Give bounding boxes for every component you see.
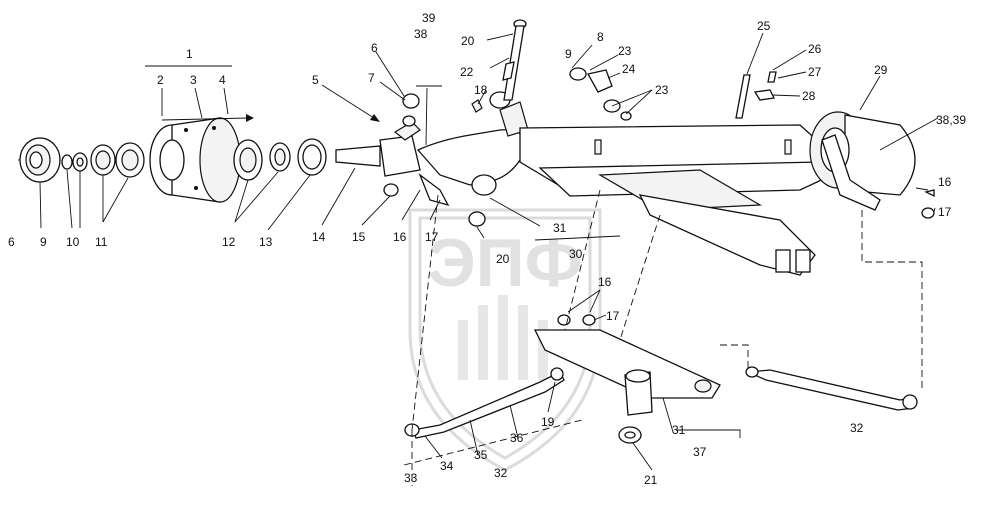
label-32-left: 32 — [494, 466, 508, 480]
label-24: 24 — [622, 62, 636, 76]
label-13: 13 — [259, 235, 273, 249]
label-37: 37 — [693, 445, 707, 459]
label-39: 39 — [422, 11, 436, 25]
label-18: 18 — [474, 83, 488, 97]
label-15: 15 — [352, 230, 366, 244]
label-9: 9 — [40, 235, 47, 249]
part-fastener-18 — [471, 99, 483, 113]
label-22: 22 — [460, 65, 474, 79]
label-36: 36 — [510, 431, 524, 445]
label-29: 29 — [874, 63, 888, 77]
label-25: 25 — [757, 19, 771, 33]
label-3: 3 — [190, 73, 197, 87]
part-hub-3 — [149, 117, 241, 203]
dashed-assembly-lines — [403, 189, 923, 486]
label-16-left: 16 — [393, 230, 407, 244]
callout-labels: 1 2 3 4 5 6 6 7 8 9 9 10 11 12 13 14 15 … — [8, 11, 966, 487]
part-linkage-nuts-16-17 — [557, 314, 596, 326]
part-steering-arm — [416, 91, 529, 196]
label-1: 1 — [186, 47, 193, 61]
label-6-top: 6 — [371, 41, 378, 55]
label-34: 34 — [440, 459, 454, 473]
label-4: 4 — [219, 73, 226, 87]
watermark-emblem: ЭПФ — [408, 208, 602, 472]
label-6-bottom: 6 — [8, 235, 15, 249]
label-11: 11 — [95, 235, 108, 249]
part-washers-7-15-16-17 — [383, 93, 450, 207]
label-10: 10 — [66, 235, 80, 249]
part-nut-9-10 — [61, 152, 88, 172]
label-33: 33 — [404, 471, 418, 485]
label-38: 38 — [414, 27, 428, 41]
label-12: 12 — [222, 235, 236, 249]
part-cap-8 — [19, 137, 61, 183]
label-27: 27 — [808, 65, 822, 79]
label-9-top: 9 — [565, 47, 572, 61]
watermark-text: ЭПФ — [427, 225, 582, 301]
leader-lines — [18, 32, 939, 471]
label-26: 26 — [808, 42, 822, 56]
label-16-middle: 16 — [598, 275, 612, 289]
part-kingpin-22 — [502, 19, 527, 101]
part-spindle-14 — [335, 121, 421, 177]
label-31-bottom: 31 — [672, 423, 686, 437]
label-20-bottom: 20 — [496, 252, 510, 266]
label-17-left: 17 — [425, 230, 439, 244]
label-23-bottom: 23 — [655, 83, 669, 97]
label-16-right: 16 — [938, 175, 952, 189]
part-tie-rod-right — [745, 366, 918, 411]
label-32-right: 32 — [850, 421, 864, 435]
part-right-nut-16-17 — [921, 189, 935, 219]
label-19: 19 — [541, 415, 555, 429]
part-bellcrank-31 — [533, 329, 721, 416]
label-7: 7 — [368, 71, 375, 85]
label-2: 2 — [157, 73, 164, 87]
label-17-right: 17 — [938, 205, 952, 219]
part-bearing-12 — [233, 139, 291, 181]
label-14: 14 — [312, 230, 326, 244]
label-28: 28 — [802, 89, 816, 103]
label-17-middle: 17 — [606, 309, 620, 323]
part-nuts-20 — [468, 211, 486, 227]
label-8: 8 — [597, 30, 604, 44]
part-bearing-11 — [90, 142, 145, 178]
label-38-39: 38,39 — [936, 113, 966, 127]
part-bushing-21 — [618, 426, 642, 444]
label-20-top: 20 — [461, 34, 475, 48]
part-axle-beam — [519, 124, 831, 211]
part-pin-25 — [735, 74, 751, 119]
part-hub-29 — [809, 111, 916, 211]
part-trailing-arms — [638, 194, 816, 276]
label-30: 30 — [569, 247, 583, 261]
label-23-top: 23 — [618, 44, 632, 58]
label-35: 35 — [474, 448, 488, 462]
part-clip-26-27-28 — [753, 71, 777, 101]
part-seal-13 — [297, 138, 327, 176]
label-31-top: 31 — [553, 221, 567, 235]
label-21: 21 — [644, 473, 658, 487]
label-5: 5 — [312, 73, 319, 87]
